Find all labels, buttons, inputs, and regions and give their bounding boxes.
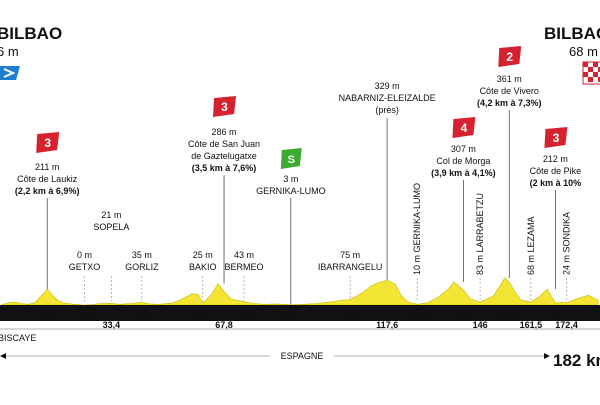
km-tick: 67,8 (215, 320, 233, 330)
climb-flag-icon (36, 132, 60, 153)
country-label: ESPAGNE (281, 351, 324, 361)
climb-name: Côte de Pike (530, 166, 582, 176)
place-altitude: 75 m (340, 250, 360, 260)
place-altitude: 43 m (234, 250, 254, 260)
km-tick: 154,9 (498, 308, 521, 318)
climb-flag-icon (213, 96, 237, 117)
climb-flag-icon (498, 46, 522, 67)
vertical-place-label: 68 m LEZAMA (526, 216, 536, 275)
summit-altitude: 329 m (375, 81, 400, 91)
climb-stats: (2 km à 10% (530, 178, 582, 188)
km-tick: 172,4 (555, 320, 578, 330)
place-name: BERMEO (224, 262, 263, 272)
climb-altitude: 307 m (451, 144, 476, 154)
place-altitude: 35 m (132, 250, 152, 260)
total-distance: 182 km (553, 351, 600, 370)
climb-stats: (2,2 km à 6,9%) (15, 186, 80, 196)
climb-flag-icon (544, 127, 568, 148)
finish-altitude: 68 m (569, 44, 598, 59)
place-altitude: 25 m (193, 250, 213, 260)
climb-stats: (4,2 km à 7,3%) (477, 98, 542, 108)
vertical-place-label: 83 m LARRABETZU (475, 193, 485, 275)
climb-category: 2 (506, 50, 513, 64)
vertical-place-label: 10 m GERNIKA-LUMO (412, 183, 422, 275)
place-altitude: 0 m (77, 250, 92, 260)
km-tick: 161,5 (520, 320, 543, 330)
summit-name: NABARNIZ-ELEIZALDE (339, 93, 436, 103)
place-name: GORLIZ (125, 262, 159, 272)
place-name: SOPELA (93, 222, 129, 232)
km-tick: 42,7 (133, 308, 151, 318)
sprint-altitude: 3 m (283, 174, 298, 184)
km-tick: 33,4 (103, 320, 121, 330)
start-arrow-icon (3, 68, 16, 78)
climb-altitude: 212 m (543, 154, 568, 164)
climb-category: 3 (221, 100, 228, 114)
summit-marker: 329 m NABARNIZ-ELEIZALDE (près) (339, 81, 436, 115)
start-flag-icon (0, 66, 20, 80)
place-name: IBARRANGELU (318, 262, 383, 272)
arrow-right-icon (544, 353, 550, 359)
climb-category: 4 (461, 121, 468, 135)
sprint-flag-icon (280, 148, 302, 169)
elevation-profile (1, 277, 599, 306)
climb-altitude: 361 m (497, 74, 522, 84)
climb-stats: (3,9 km à 4,1%) (431, 168, 496, 178)
place-name: GETXO (69, 262, 101, 272)
climb-category: 3 (553, 131, 560, 145)
road-band (0, 305, 600, 321)
sprint-name: GERNIKA-LUMO (256, 186, 326, 196)
climb-category: 3 (44, 136, 51, 150)
sprint-marker: S 3 m GERNIKA-LUMO (256, 148, 326, 196)
km-tick: 169 (548, 308, 563, 318)
climb-name-line2: de Gaztelugatxe (191, 151, 257, 161)
km-tick: 25,2 (76, 308, 94, 318)
km-tick: 73,9 (235, 308, 253, 318)
climb-altitude: 286 m (212, 127, 237, 137)
climb-stats: (3,5 km à 7,6%) (192, 163, 257, 173)
arrow-left-icon (0, 353, 6, 359)
summit-note: (près) (375, 105, 399, 115)
climb-name: Côte de Vivero (480, 86, 539, 96)
climb-name: Côte de Laukiz (17, 174, 78, 184)
km-tick: 13,8 (38, 308, 56, 318)
start-altitude: 6 m (0, 44, 19, 59)
region-label: BISCAYE (0, 333, 36, 343)
sprint-symbol: S (288, 154, 295, 166)
finish-flag-icon (582, 61, 600, 85)
km-tick: 140,9 (452, 308, 475, 318)
start-city: BILBAO (0, 24, 62, 43)
km-tick: 88,2 (282, 308, 300, 318)
km-tick: 61,3 (194, 308, 212, 318)
km-tick: 117,6 (376, 320, 398, 330)
climb-flag-icon (452, 117, 476, 138)
climb-name: Côte de San Juan (188, 139, 260, 149)
km-tick: 106,3 (339, 308, 362, 318)
place-name: BAKIO (189, 262, 217, 272)
km-tick: 146 (473, 320, 488, 330)
climb-name: Col de Morga (436, 156, 490, 166)
place-altitude: 21 m (101, 210, 121, 220)
finish-city: BILBAO (544, 24, 600, 43)
vertical-place-label: 24 m SONDIKA (562, 212, 572, 275)
km-tick: 126,8 (406, 308, 429, 318)
climb-altitude: 211 m (35, 162, 59, 172)
